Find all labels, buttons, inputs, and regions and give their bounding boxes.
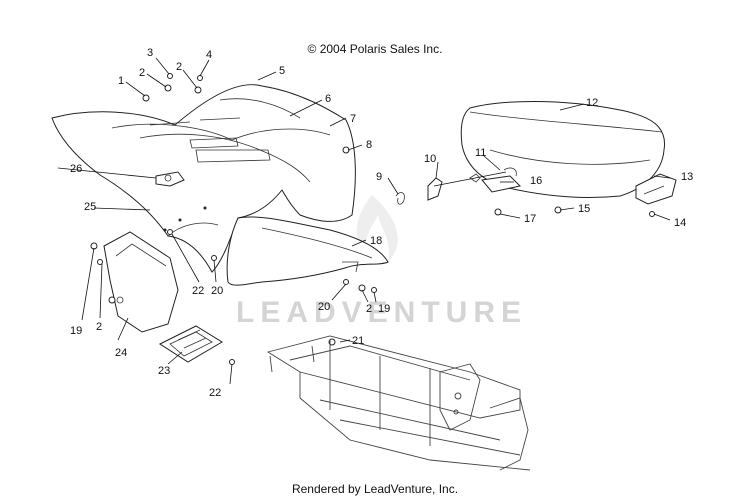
callout-3: 3 — [147, 47, 153, 59]
footer-credit: Rendered by LeadVenture, Inc. — [291, 482, 459, 496]
seat-latch-bracket-13 — [635, 173, 677, 205]
callout-25: 25 — [84, 201, 96, 213]
watermark-text: LEADVENTURE — [236, 296, 527, 329]
side-panel-18 — [226, 216, 389, 286]
callout-5: 5 — [279, 65, 285, 77]
callout-9: 9 — [376, 171, 382, 183]
vehicle-frame — [266, 335, 531, 471]
callout-labels: 1 2 3 2 4 5 6 7 8 9 10 11 12 13 14 15 16… — [70, 47, 693, 399]
seat-12 — [460, 101, 666, 199]
callout-19: 19 — [378, 303, 390, 315]
callout-22: 22 — [192, 285, 204, 297]
callout-18: 18 — [370, 235, 382, 247]
callout-10: 10 — [424, 153, 436, 165]
callout-23: 23 — [158, 365, 170, 377]
callout-7: 7 — [350, 113, 356, 125]
callout-2: 2 — [366, 303, 372, 315]
seat-latch-assembly — [395, 167, 522, 205]
callout-2: 2 — [176, 61, 182, 73]
leader-lines — [57, 57, 671, 385]
callout-17: 17 — [524, 213, 536, 225]
callout-1: 1 — [118, 75, 124, 87]
callout-6: 6 — [325, 93, 331, 105]
fasteners — [90, 73, 655, 365]
callout-12: 12 — [586, 97, 598, 109]
callout-2: 2 — [96, 321, 102, 333]
callout-21: 21 — [352, 335, 364, 347]
watermark-flame-icon — [356, 195, 398, 262]
callout-20: 20 — [211, 285, 223, 297]
fender-bracket-26 — [155, 171, 185, 187]
callout-13: 13 — [681, 171, 693, 183]
callout-22: 22 — [209, 387, 221, 399]
callout-16: 16 — [530, 175, 542, 187]
footrest-plate-23 — [158, 325, 223, 363]
callout-26: 26 — [70, 163, 82, 175]
callout-24: 24 — [115, 347, 127, 359]
callout-8: 8 — [366, 139, 372, 151]
mud-flap-24 — [103, 231, 179, 333]
callout-14: 14 — [674, 217, 686, 229]
callout-4: 4 — [206, 49, 212, 61]
callout-19: 19 — [70, 325, 82, 337]
copyright-notice: © 2004 Polaris Sales Inc. — [307, 42, 443, 56]
callout-20: 20 — [318, 301, 330, 313]
callout-2: 2 — [139, 67, 145, 79]
callout-15: 15 — [578, 203, 590, 215]
callout-11: 11 — [475, 147, 486, 159]
